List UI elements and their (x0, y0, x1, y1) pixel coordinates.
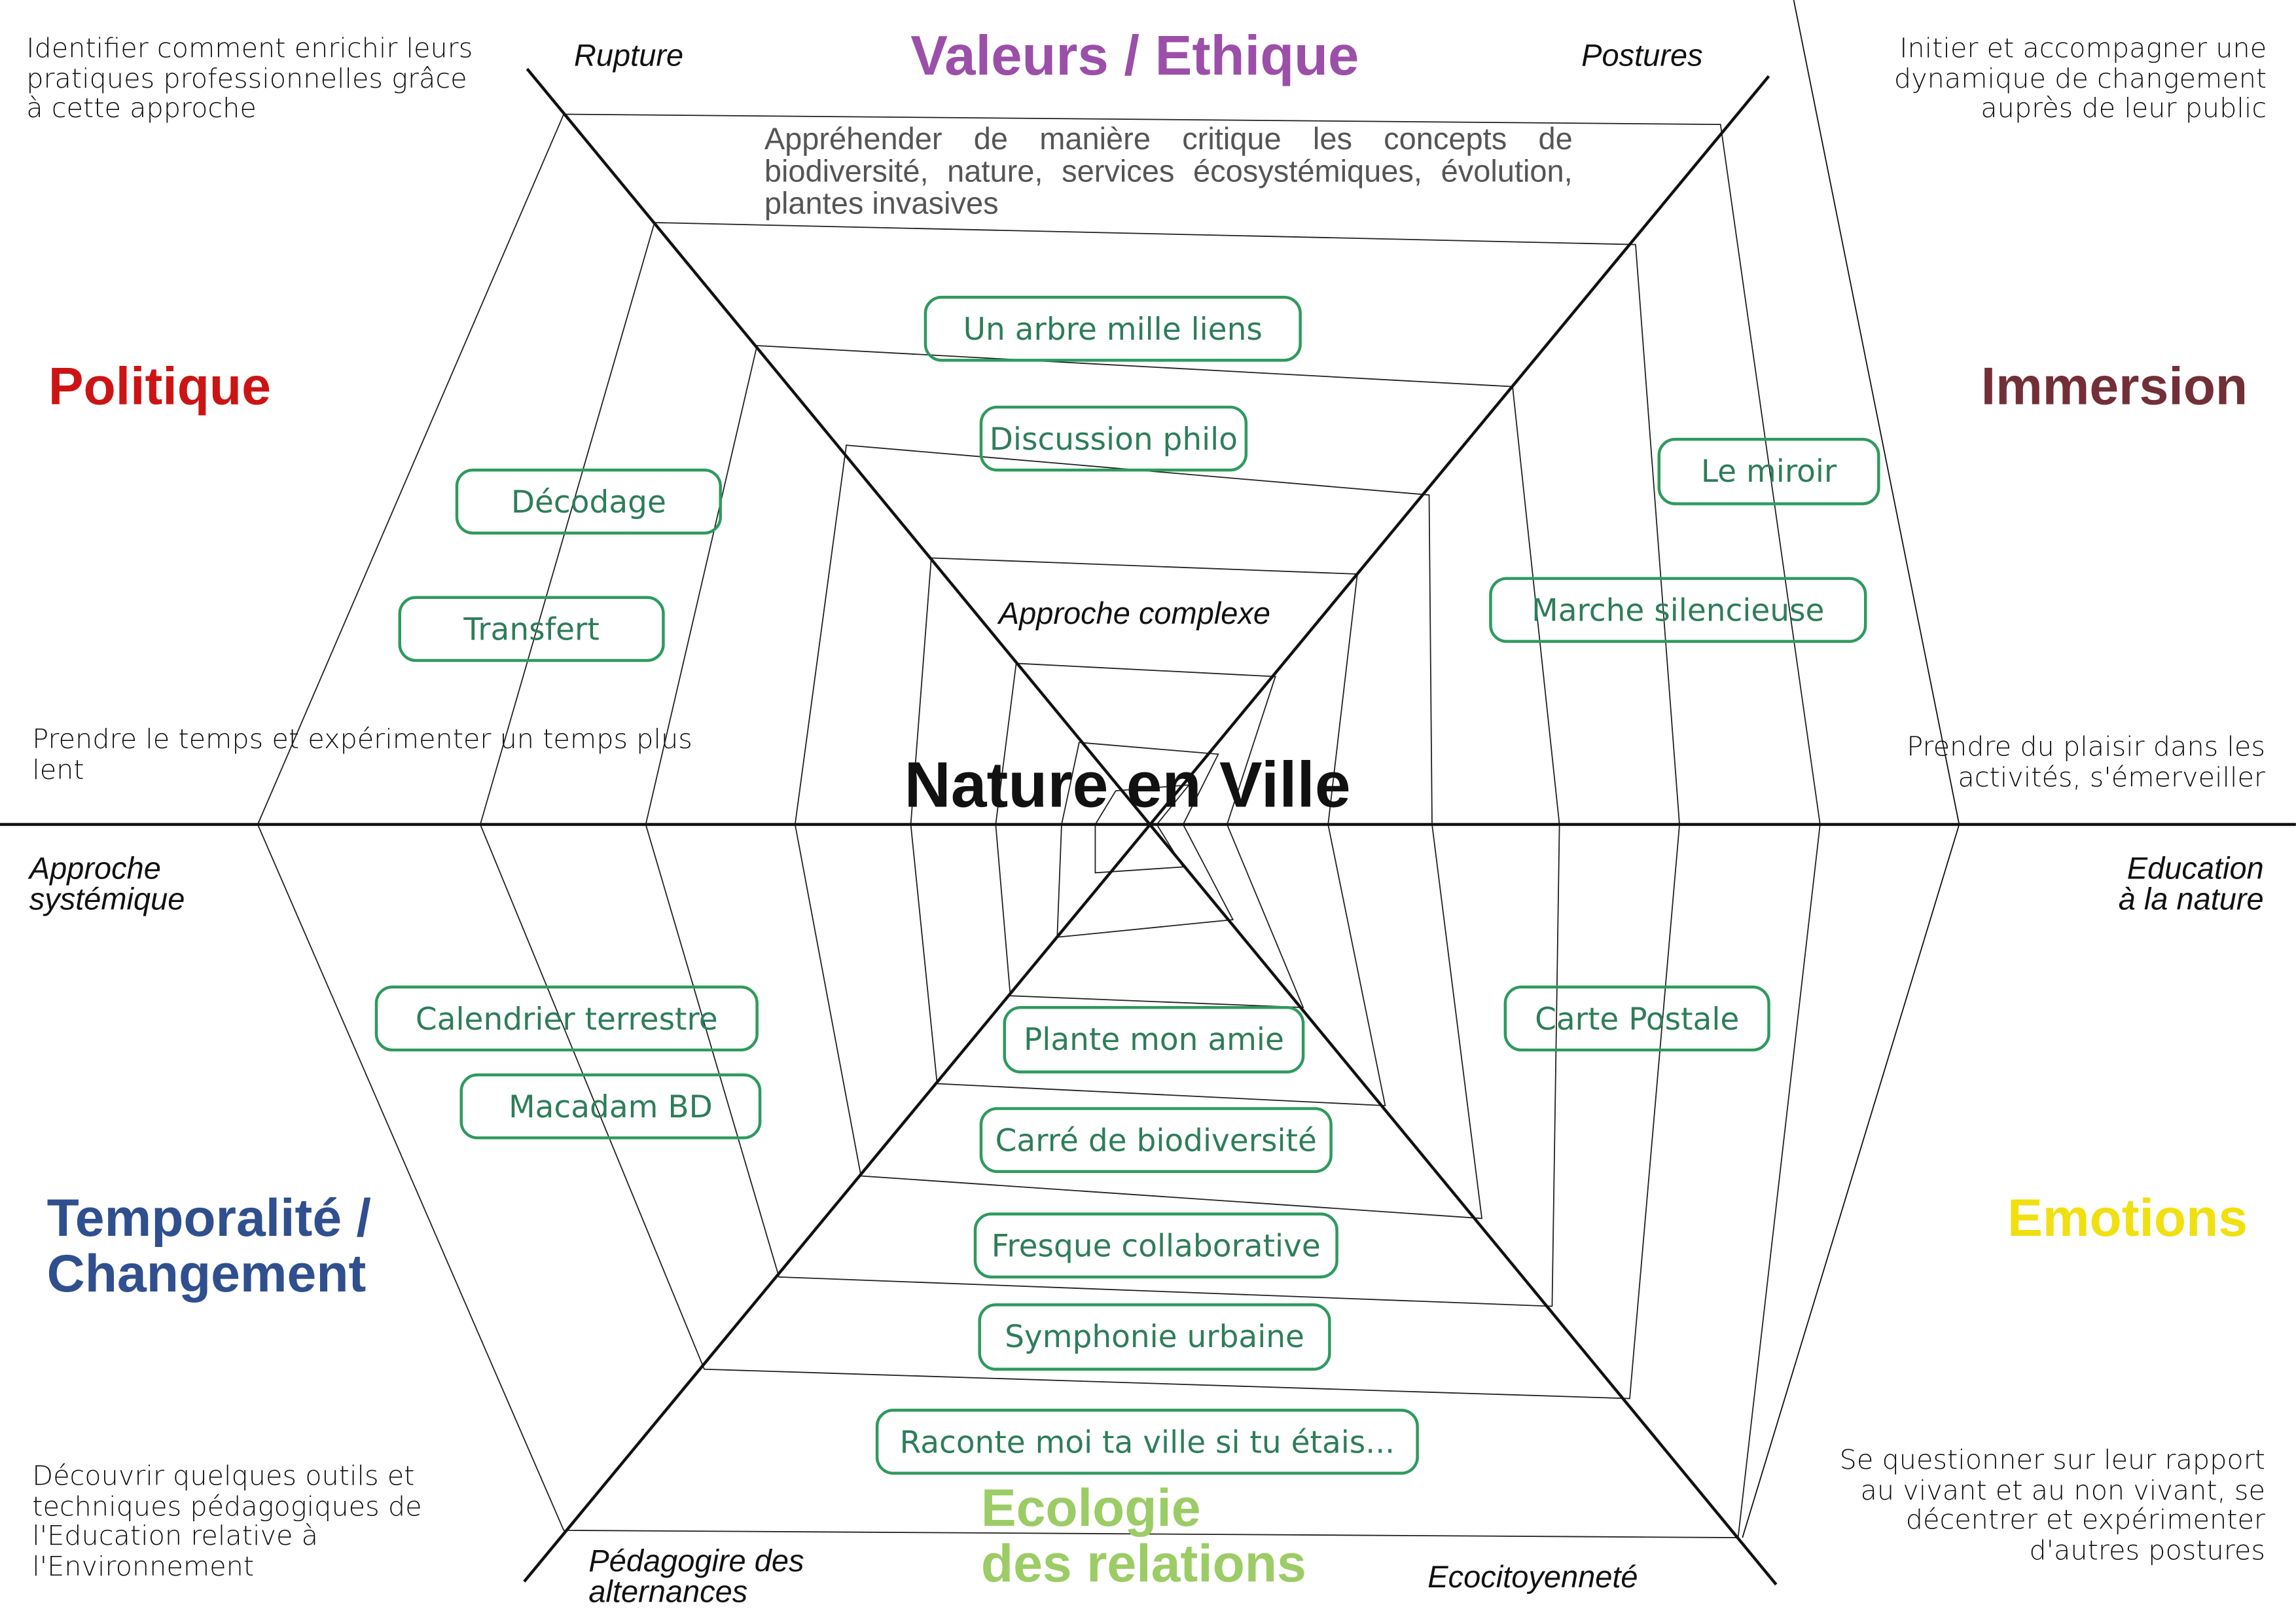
activity-box[interactable]: Un arbre mille liens (924, 295, 1302, 362)
axis-postures: Postures (1581, 39, 1703, 73)
objective-bottom-right: Se questionner sur leur rapport au vivan… (1839, 1445, 2265, 1566)
activity-box[interactable]: Raconte moi ta ville si tu étais... (875, 1409, 1419, 1475)
diagonal-axis-line (526, 67, 1778, 1586)
activity-box[interactable]: Fresque collaborative (973, 1212, 1338, 1279)
theme-ecology: Ecologie des relations (980, 1477, 1306, 1594)
objective-bottom-left: Découvrir quelques outils et techniques … (32, 1461, 422, 1583)
activity-box[interactable]: Transfert (398, 596, 665, 662)
objective-mid-left: Prendre le temps et expérimenter un temp… (32, 725, 692, 786)
activity-box[interactable]: Carré de biodiversité (979, 1107, 1333, 1173)
axis-ecocitizenship: Ecocitoyenneté (1427, 1561, 1638, 1595)
activity-box[interactable]: Macadam BD (459, 1073, 762, 1140)
theme-emotions: Emotions (2007, 1187, 2248, 1248)
objective-top-center: Appréhender de manière critique les conc… (764, 122, 1573, 221)
axis-alternance: Pédagogire des alternances (588, 1545, 804, 1610)
axis-nature-education: Education à la nature (2118, 852, 2264, 917)
activity-box[interactable]: Le miroir (1657, 437, 1880, 505)
activity-box[interactable]: Discussion philo (979, 405, 1248, 472)
axis-systemic: Approche systémique (29, 852, 185, 917)
objective-top-right: Initier et accompagner une dynamique de … (1893, 33, 2267, 125)
activity-box[interactable]: Calendrier terrestre (374, 985, 759, 1052)
objective-top-left: Identifier comment enrichir leurs pratiq… (26, 33, 473, 125)
activity-box[interactable]: Décodage (455, 468, 722, 535)
web-outer-line (1742, 824, 1960, 1538)
theme-values: Valeurs / Ethique (910, 26, 1359, 88)
theme-politics: Politique (48, 355, 271, 416)
activity-box[interactable]: Marche silencieuse (1489, 577, 1867, 643)
activity-box[interactable]: Symphonie urbaine (978, 1303, 1331, 1371)
activity-box[interactable]: Plante mon amie (1003, 1005, 1305, 1074)
web-outer-line (1793, 0, 1960, 825)
center-title: Nature en Ville (904, 749, 1351, 822)
activity-box[interactable]: Carte Postale (1503, 985, 1770, 1052)
objective-mid-right: Prendre du plaisir dans les activités, s… (1907, 732, 2265, 793)
axis-rupture: Rupture (573, 39, 684, 73)
axis-complex: Approche complexe (998, 597, 1271, 632)
theme-immersion: Immersion (1981, 355, 2248, 416)
theme-temporality: Temporalité / Changement (46, 1187, 371, 1304)
diagonal-axis-line (523, 75, 1770, 1583)
